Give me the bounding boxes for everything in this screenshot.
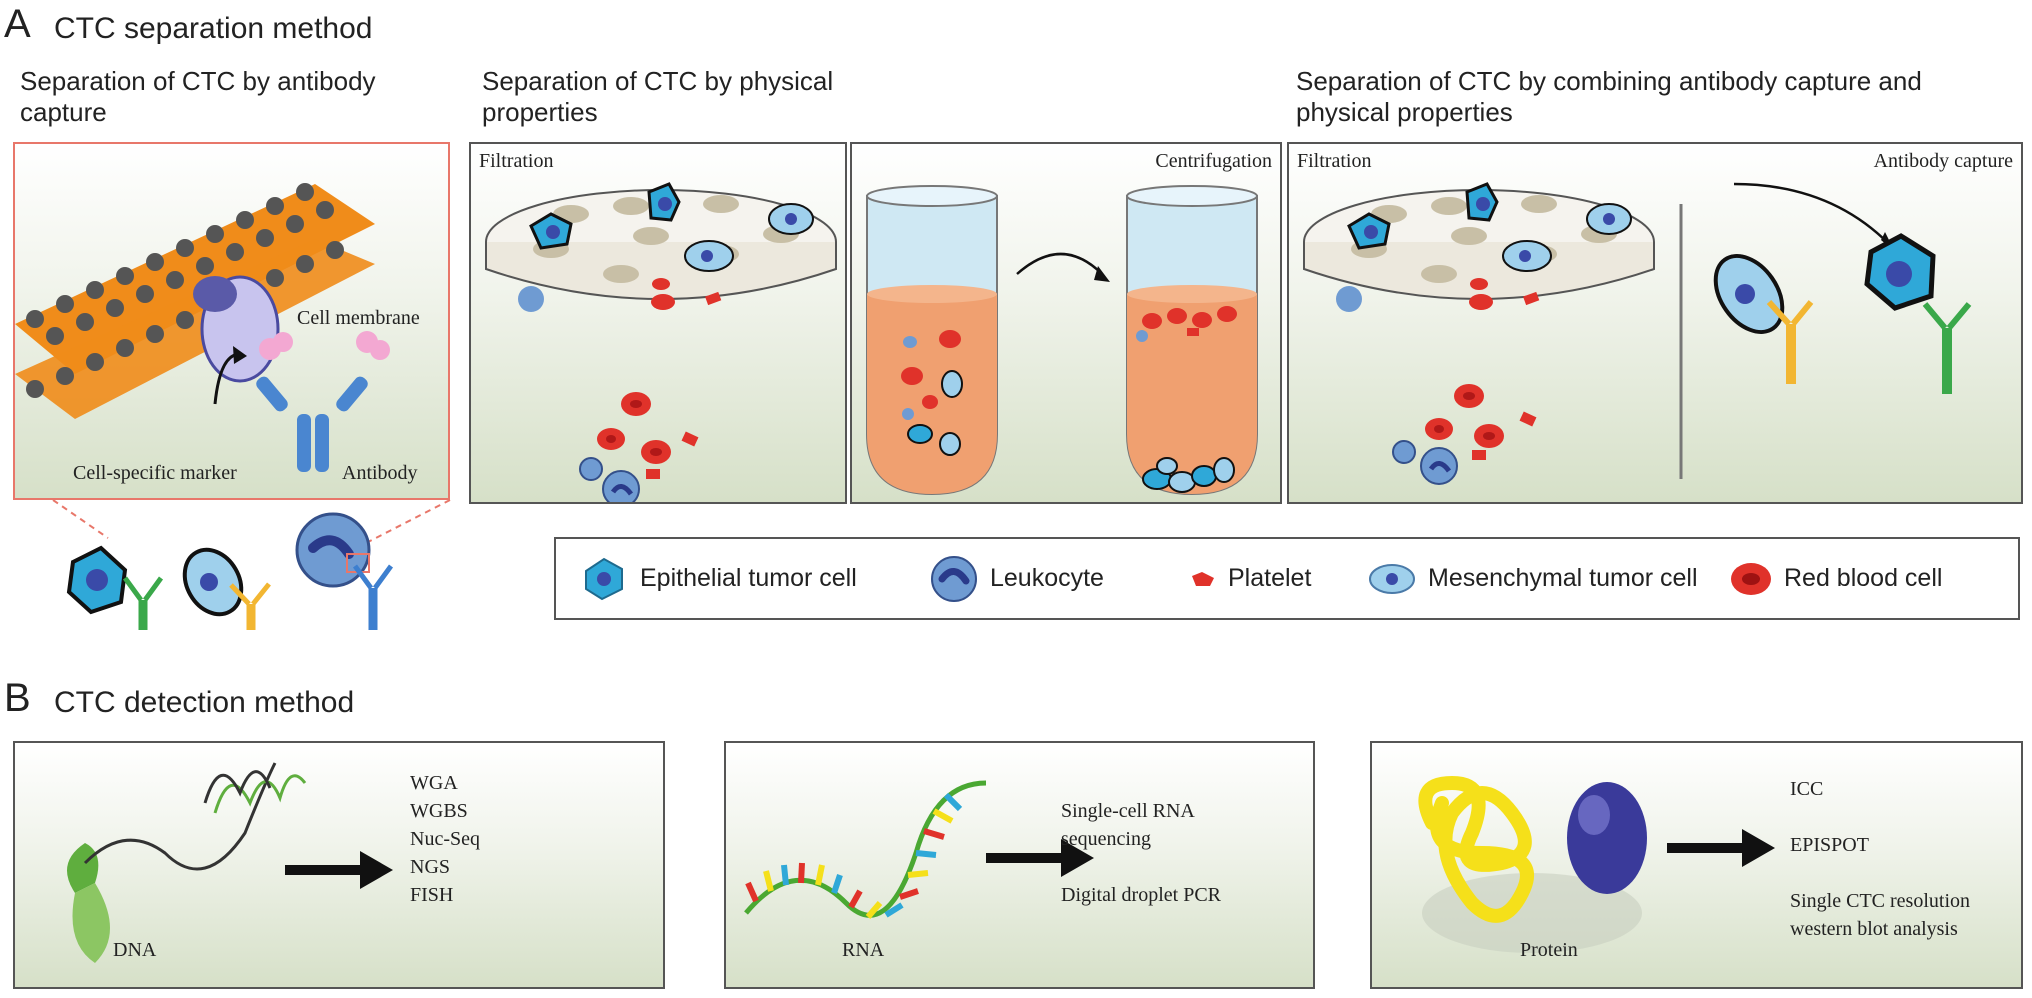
cell-type-legend: Epithelial tumor cell Leukocyte Platelet…	[554, 537, 2020, 620]
legend-item-leukocyte: Leukocyte	[928, 539, 1104, 618]
rna-box: Single-cell RNA sequencing Digital dropl…	[724, 741, 1315, 989]
epithelial-tumor-cell-icon	[585, 557, 623, 600]
dna-method: FISH	[410, 884, 454, 906]
dna-label: DNA	[113, 939, 157, 961]
dna-box: WGA WGBS Nuc-Seq NGS FISH DNA	[13, 741, 665, 989]
protein-method: EPISPOT	[1790, 834, 1869, 856]
legend-label-mesenchymal: Mesenchymal tumor cell	[1428, 564, 1698, 592]
dna-method: WGBS	[410, 800, 468, 822]
rna-arrow-icon	[986, 839, 1094, 877]
physical-properties-title: Separation of CTC by physical properties	[482, 66, 834, 127]
dna-method: WGA	[410, 772, 458, 794]
rna-methods-list: Single-cell RNA sequencing Digital dropl…	[1061, 797, 1221, 909]
dna-methods-list: WGA WGBS Nuc-Seq NGS FISH	[410, 769, 480, 909]
platelet-icon	[1192, 571, 1214, 586]
rna-label: RNA	[842, 939, 885, 961]
panel-a-letter: A	[4, 2, 31, 46]
protein-method: ICC	[1790, 778, 1824, 800]
combined-box: Filtration Antibody capture	[1287, 142, 2023, 504]
legend-item-rbc: Red blood cell	[1728, 539, 1942, 618]
centrifugation-box: Centrifugation	[850, 142, 1282, 504]
protein-methods-list: ICC EPISPOT Single CTC resolution wester…	[1790, 775, 1970, 943]
protein-label: Protein	[1520, 939, 1578, 961]
combined-illustration	[1303, 182, 1972, 485]
combined-title: Separation of CTC by combining antibody …	[1296, 66, 1922, 127]
rna-method: Digital droplet PCR	[1061, 884, 1221, 906]
legend-item-epithelial: Epithelial tumor cell	[578, 539, 857, 618]
filtration-illustration	[485, 182, 837, 502]
dna-method: Nuc-Seq	[410, 828, 480, 850]
legend-label-platelet: Platelet	[1228, 564, 1312, 592]
antibody-capture-box: Cell membrane Cell-specific marker Antib…	[13, 142, 450, 500]
cell-specific-marker-label: Cell-specific marker	[73, 462, 237, 484]
protein-method: western blot analysis	[1790, 918, 1958, 940]
legend-label-leukocyte: Leukocyte	[990, 564, 1104, 592]
leukocyte-icon	[931, 555, 977, 602]
panel-b-title: CTC detection method	[54, 686, 355, 719]
legend-label-epithelial: Epithelial tumor cell	[640, 564, 857, 592]
centrifugation-illustration	[866, 185, 1258, 496]
panel-a-title: CTC separation method	[54, 12, 373, 45]
combined-antibody-capture-label: Antibody capture	[1873, 150, 2013, 172]
antibody-label: Antibody	[342, 462, 418, 484]
cell-membrane-illustration	[15, 183, 390, 472]
chromosome-dna-icon	[67, 762, 307, 963]
antibody-capture-title: Separation of CTC by antibody capture	[20, 66, 376, 127]
antibody-examples	[52, 499, 451, 630]
combined-filtration-label: Filtration	[1297, 150, 1372, 172]
cell-membrane-label: Cell membrane	[297, 307, 420, 329]
panel-b-letter: B	[4, 676, 31, 720]
protein-structure-icon	[1418, 775, 1647, 953]
filtration-box: Filtration	[469, 142, 847, 504]
protein-arrow-icon	[1667, 829, 1775, 867]
protein-box: ICC EPISPOT Single CTC resolution wester…	[1370, 741, 2023, 989]
rna-method: sequencing	[1061, 828, 1151, 850]
legend-item-platelet: Platelet	[1188, 539, 1311, 618]
mesenchymal-tumor-cell-icon	[1369, 563, 1415, 594]
red-blood-cell-icon	[1731, 562, 1771, 595]
dna-method: NGS	[410, 856, 451, 878]
legend-label-rbc: Red blood cell	[1784, 564, 1943, 592]
filtration-label: Filtration	[479, 150, 554, 172]
dna-arrow-icon	[285, 851, 393, 889]
rna-strand-icon	[744, 780, 987, 919]
centrifugation-label: Centrifugation	[1155, 150, 1272, 172]
protein-method: Single CTC resolution	[1790, 890, 1970, 912]
rna-method: Single-cell RNA	[1061, 800, 1195, 822]
legend-item-mesenchymal: Mesenchymal tumor cell	[1366, 539, 1698, 618]
